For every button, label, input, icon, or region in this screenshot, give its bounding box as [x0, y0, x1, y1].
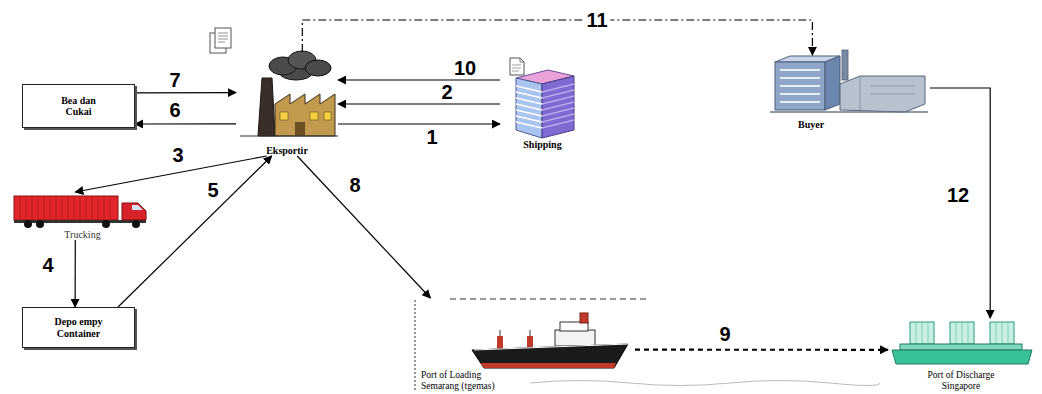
label-group: Shipping: [500, 139, 585, 151]
document-icon: [210, 28, 231, 53]
flow-arrow: [635, 349, 888, 351]
node-label: Buyer: [798, 119, 824, 131]
icon-node: Eksportir: [236, 52, 338, 156]
flow-arrow: [75, 156, 266, 192]
icon-node: Trucking: [10, 192, 155, 240]
step-number: 4: [42, 255, 53, 275]
icon-node: Buyer: [762, 55, 930, 130]
node-label: Trucking: [64, 229, 100, 241]
flow-arrow: [338, 103, 500, 104]
document-icon: [510, 58, 524, 75]
flow-arrow: [338, 123, 500, 124]
step-number: 8: [349, 175, 360, 195]
office-building-icon: [516, 70, 574, 138]
label-group: Trucking: [10, 229, 155, 241]
step-number: 1: [426, 127, 437, 147]
container-port-icon: [892, 322, 1032, 364]
process-box: Depo empy Container: [22, 307, 135, 348]
node-label: Shipping: [523, 139, 561, 151]
step-number: 11: [583, 10, 610, 30]
step-number: 5: [207, 180, 218, 200]
step-number: 12: [947, 185, 969, 205]
step-number: 3: [172, 145, 183, 165]
icon-node: Port of Discharge Singapore: [888, 318, 1034, 392]
node-label: Port of Discharge Singapore: [915, 370, 1007, 392]
process-box: Bea dan Cukai: [22, 84, 135, 128]
node-label: Depo empy Container: [43, 316, 115, 339]
ship-icon: [472, 313, 628, 368]
step-number: 2: [441, 82, 452, 102]
buyer-building-icon: [770, 50, 928, 112]
flow-arrow: [74, 240, 75, 307]
flow-arrow: [118, 156, 272, 307]
node-label: Port of Loading Semarang (tgemas): [421, 370, 516, 392]
label-group: Port of Discharge Singapore: [888, 370, 1034, 392]
step-number: 9: [719, 324, 730, 344]
step-number: 7: [169, 70, 180, 90]
step-number: 10: [454, 58, 476, 78]
step-number: 6: [169, 100, 180, 120]
truck-icon: [14, 196, 146, 228]
node-label: Bea dan Cukai: [51, 95, 106, 118]
label-group: Depo empy Container: [43, 316, 115, 339]
label-group: Port of Loading Semarang (tgemas): [415, 370, 635, 392]
node-label: Eksportir: [266, 145, 308, 157]
label-group: Buyer: [762, 119, 930, 131]
flow-arrow: [135, 92, 236, 93]
factory-icon: [240, 51, 338, 136]
flow-arrow: [135, 123, 236, 124]
label-group: Bea dan Cukai: [51, 95, 106, 118]
icon-node: Port of Loading Semarang (tgemas): [415, 298, 635, 392]
flow-arrow: [302, 20, 812, 55]
flow-arrow: [338, 79, 500, 80]
label-group: Eksportir: [236, 145, 338, 157]
flow-arrow: [297, 156, 430, 298]
flow-arrow: [930, 88, 990, 318]
water-line: [530, 381, 880, 386]
icon-node: Shipping: [500, 68, 585, 150]
